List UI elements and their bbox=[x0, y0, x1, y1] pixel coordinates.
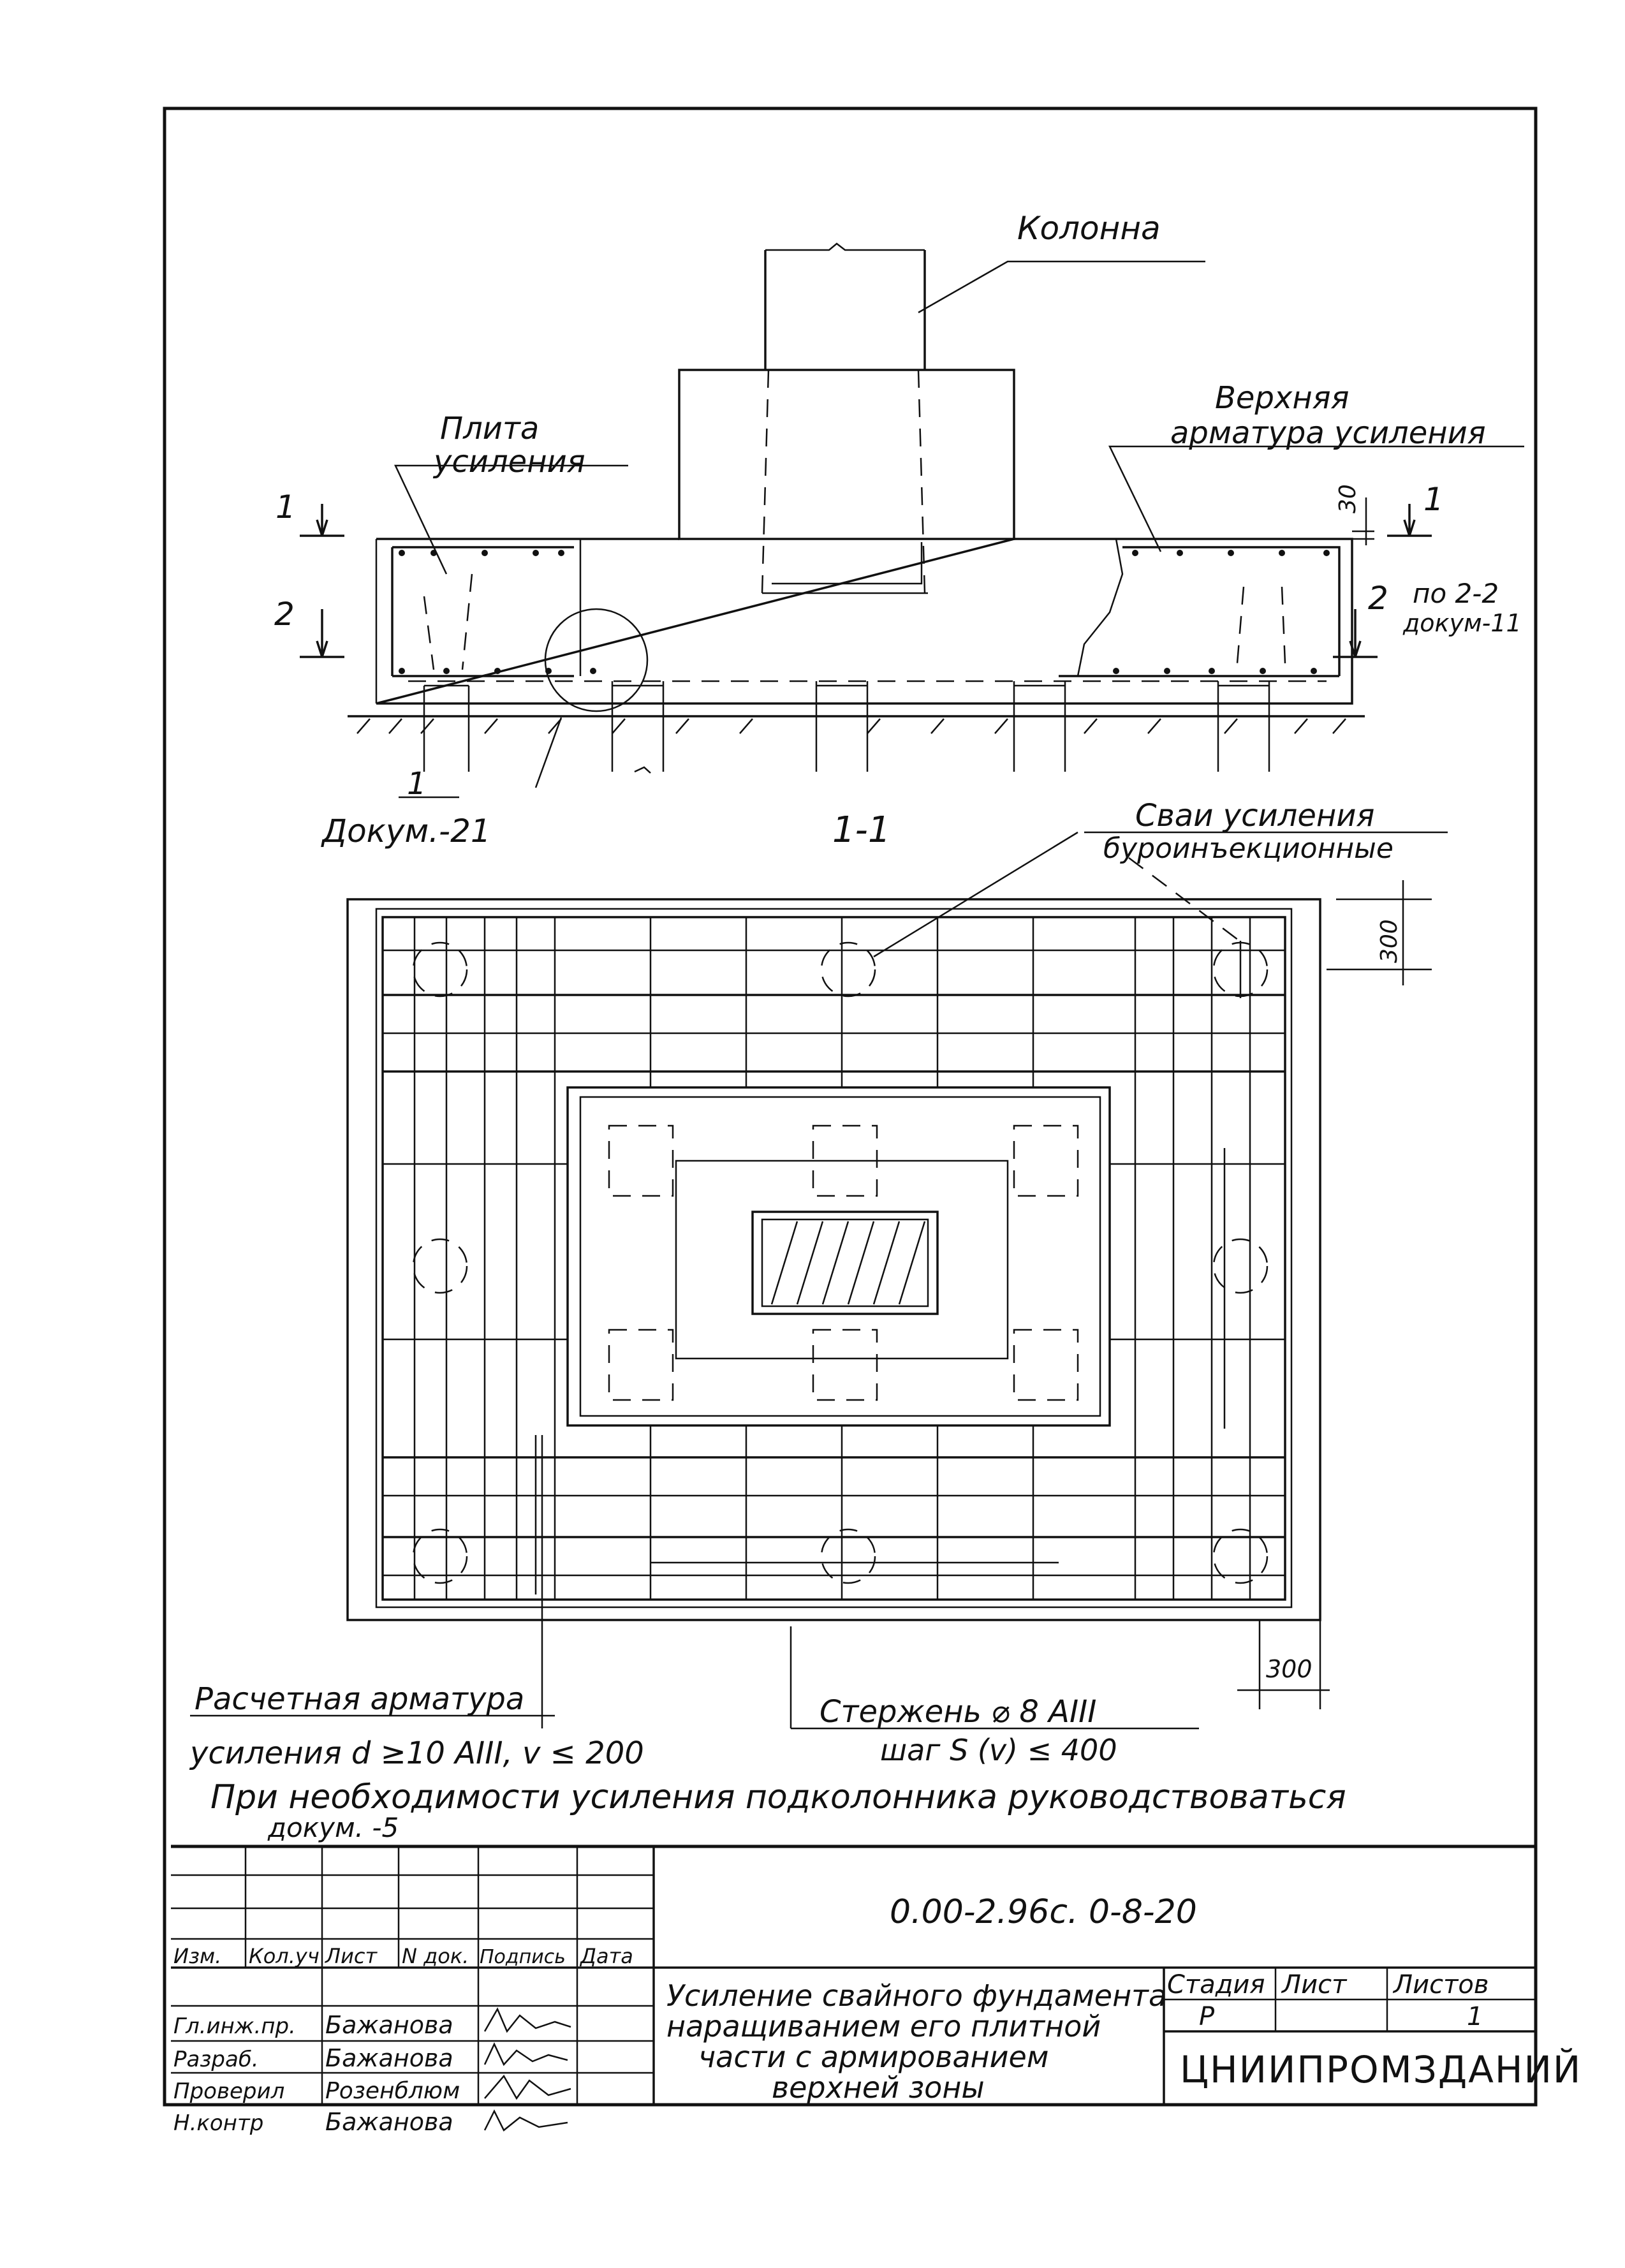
rod-line1: Стержень ⌀ 8 AIII bbox=[820, 1694, 1096, 1730]
dim-30: 30 bbox=[1335, 484, 1361, 513]
name-developer: Бажанова bbox=[325, 2044, 453, 2072]
stage-value: Р bbox=[1199, 2002, 1215, 2031]
section-2-right-mark: 2 bbox=[1368, 580, 1388, 617]
sheets-value: 1 bbox=[1467, 2002, 1483, 2031]
col-header-data: Дата bbox=[579, 1944, 633, 1968]
signatures bbox=[483, 2007, 571, 2132]
reinforcement-piles bbox=[412, 941, 1268, 1584]
title-line-2: наращиванием его плитной bbox=[666, 2009, 1101, 2043]
slab-label-line2: усиления bbox=[432, 444, 585, 480]
ref-2-2-line1: по 2-2 bbox=[1413, 578, 1499, 609]
role-norm-control: Н.контр bbox=[173, 2110, 263, 2136]
col-header-list: Лист bbox=[325, 1944, 378, 1968]
title-line-1: Усиление свайного фундамента bbox=[666, 1978, 1166, 2013]
calc-rebar-line2: усиления d ≥10 AIII, v ≤ 200 bbox=[189, 1735, 644, 1771]
pedestal bbox=[678, 369, 1015, 540]
column bbox=[764, 250, 926, 370]
plan-view bbox=[190, 880, 1432, 1730]
role-chief-engineer: Гл.инж.пр. bbox=[173, 2014, 296, 2039]
note-line1: При необходимости усиления подколонника … bbox=[210, 1778, 1346, 1816]
title-block bbox=[171, 1845, 1536, 2106]
detail-circle bbox=[544, 608, 649, 712]
section-2-left-mark: 2 bbox=[274, 596, 295, 633]
calc-rebar-line1: Расчетная арматура bbox=[195, 1681, 524, 1717]
col-header-ndok: N док. bbox=[402, 1944, 469, 1968]
col-header-kol: Кол.уч bbox=[249, 1944, 320, 1968]
sheet-frame bbox=[163, 107, 1538, 2107]
detail-callout-number: 1 bbox=[407, 766, 427, 802]
section-title: 1-1 bbox=[832, 809, 890, 851]
piles-elevation bbox=[423, 681, 1270, 774]
ref-2-2-line2: докум-11 bbox=[1402, 609, 1522, 637]
organization: ЦНИИПРОМЗДАНИЙ bbox=[1180, 2047, 1582, 2091]
elevation-view bbox=[300, 242, 1524, 799]
column-label: Колонна bbox=[1017, 210, 1161, 247]
role-checker: Проверил bbox=[173, 2079, 284, 2104]
column-plan bbox=[751, 1211, 939, 1315]
dim-300-top: 300 bbox=[1376, 919, 1402, 963]
note-line2: докум. -5 bbox=[267, 1812, 399, 1843]
top-rebar-label-line1: Верхняя bbox=[1215, 380, 1349, 416]
section-1-right-mark: 1 bbox=[1423, 481, 1444, 518]
stage-label: Стадия bbox=[1167, 1970, 1265, 1999]
name-chief-engineer: Бажанова bbox=[325, 2011, 453, 2039]
sheet-label: Лист bbox=[1281, 1970, 1348, 1999]
col-header-izm: Изм. bbox=[173, 1944, 221, 1968]
piles-label-line2: буроинъекционные bbox=[1103, 832, 1393, 865]
top-rebar-label-line2: арматура усиления bbox=[1170, 415, 1486, 451]
doc-number: 0.00-2.96с. 0-8-20 bbox=[890, 1893, 1197, 1931]
col-header-podpis: Подпись bbox=[480, 1946, 566, 1968]
dim-300-bottom: 300 bbox=[1266, 1655, 1312, 1683]
ref-doc21: Докум.-21 bbox=[321, 813, 491, 850]
slab-label-line1: Плита bbox=[440, 411, 539, 446]
piles-label-line1: Сваи усиления bbox=[1135, 798, 1374, 834]
sheets-label: Листов bbox=[1392, 1970, 1489, 1999]
slab-outline bbox=[376, 538, 1353, 705]
name-norm-control: Бажанова bbox=[325, 2108, 453, 2136]
rod-line2: шаг S (v) ≤ 400 bbox=[880, 1733, 1117, 1767]
title-line-3: части с армированием bbox=[698, 2040, 1048, 2074]
name-checker: Розенблюм bbox=[325, 2078, 460, 2104]
title-line-4: верхней зоны bbox=[772, 2070, 985, 2105]
role-developer: Разраб. bbox=[173, 2047, 259, 2072]
section-1-left-mark: 1 bbox=[276, 489, 296, 526]
